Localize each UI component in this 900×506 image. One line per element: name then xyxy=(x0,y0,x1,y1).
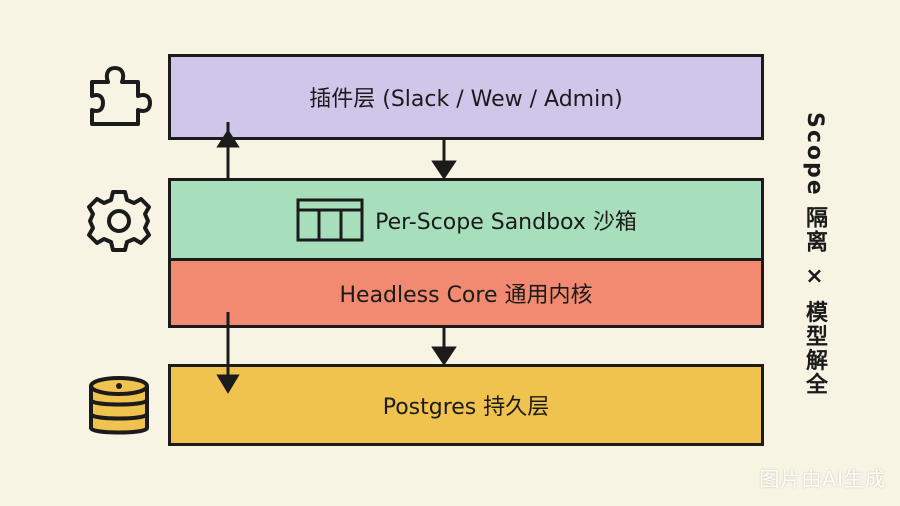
sandbox-layer-box: Per-Scope Sandbox 沙箱 xyxy=(168,178,764,258)
plugin-layer-box: 插件层 (Slack / Wew / Admin) xyxy=(168,54,764,140)
gear-icon xyxy=(87,190,151,252)
side-caption: Scope 隔离 × 模型解全 xyxy=(802,112,827,397)
core-layer-box: Headless Core 通用内核 xyxy=(168,258,764,328)
postgres-layer-box: Postgres 持久层 xyxy=(168,364,764,446)
core-layer-label: Headless Core 通用内核 xyxy=(339,283,593,308)
postgres-layer-label: Postgres 持久层 xyxy=(382,395,550,420)
sandbox-layer-label: Per-Scope Sandbox 沙箱 xyxy=(375,209,637,235)
puzzle-icon xyxy=(90,66,152,126)
table-grid-icon xyxy=(296,198,364,241)
watermark-text: 图片由AI生成 xyxy=(759,467,886,491)
plugin-layer-label: 插件层 (Slack / Wew / Admin) xyxy=(309,87,623,112)
database-icon xyxy=(89,376,149,435)
